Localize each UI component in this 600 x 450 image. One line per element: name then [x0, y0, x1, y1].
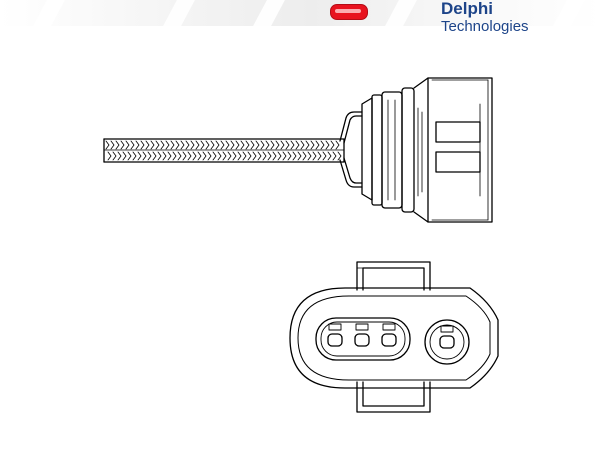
delphi-oval-logo-icon: [330, 4, 368, 20]
brand-name: Delphi: [441, 0, 493, 18]
brand-subtitle: Technologies: [441, 18, 529, 35]
wire-loop: [339, 111, 363, 188]
connector-front-view: [289, 261, 499, 413]
pin-terminals: [327, 323, 455, 349]
brand-block: Delphi Technologies: [441, 0, 529, 34]
header-band: [0, 0, 600, 26]
pin-4: [439, 325, 455, 349]
braid-strands: [105, 140, 342, 161]
pin-3: [381, 323, 397, 347]
pin-1: [327, 323, 343, 347]
braided-cable: [103, 138, 345, 163]
connector-side-view: [361, 77, 493, 223]
pin-2: [354, 323, 370, 347]
cable-braid-pattern: [105, 140, 342, 161]
